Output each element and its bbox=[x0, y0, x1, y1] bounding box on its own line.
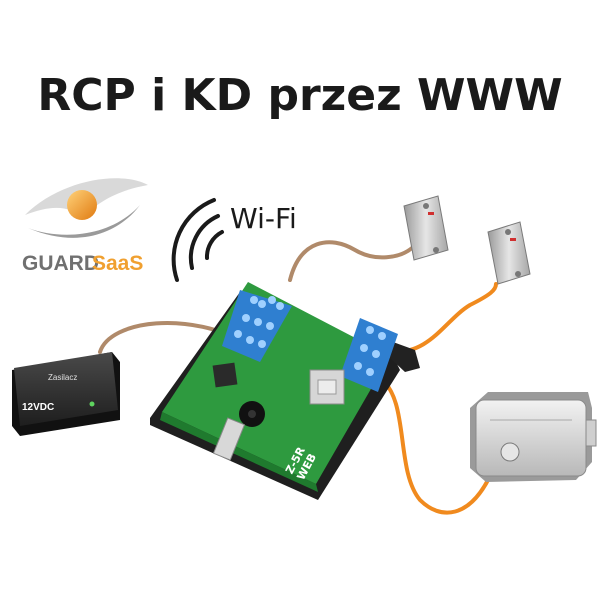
guardsaas-logo: GUARD SaaS bbox=[22, 178, 148, 275]
cables bbox=[98, 240, 498, 515]
pcb bbox=[162, 282, 390, 484]
card-reader-1 bbox=[403, 195, 449, 261]
terminal-block-left bbox=[222, 290, 292, 362]
brand-name-saas: SaaS bbox=[92, 252, 143, 275]
power-supply-voltage: 12VDC bbox=[22, 402, 54, 413]
power-supply-unit: Zasilacz 12VDC bbox=[12, 352, 120, 436]
controller-board: Z-5R WEB bbox=[150, 282, 420, 500]
cable-reader-1 bbox=[288, 240, 414, 282]
logo-eye-ball-icon bbox=[67, 190, 97, 220]
card-reader-2 bbox=[487, 221, 531, 285]
reader-1-led-icon bbox=[428, 212, 434, 215]
power-supply-name: Zasilacz bbox=[48, 373, 77, 382]
brand-name-guard: GUARD bbox=[22, 252, 99, 275]
page-title: RCP i KD przez WWW bbox=[37, 70, 562, 121]
power-led-icon bbox=[89, 401, 95, 407]
lock-cylinder-icon bbox=[500, 442, 520, 462]
usb-connector-icon bbox=[212, 417, 246, 461]
wifi-signal-icon bbox=[171, 198, 224, 282]
cable-lock bbox=[378, 376, 494, 515]
ethernet-port-icon bbox=[309, 369, 345, 405]
push-button-icon bbox=[212, 362, 238, 388]
terminal-block-right bbox=[340, 318, 398, 392]
wifi-label: Wi-Fi bbox=[230, 202, 297, 235]
cable-reader-2 bbox=[388, 282, 498, 355]
reader-2-led-icon bbox=[510, 238, 516, 241]
electric-lock bbox=[470, 392, 597, 482]
